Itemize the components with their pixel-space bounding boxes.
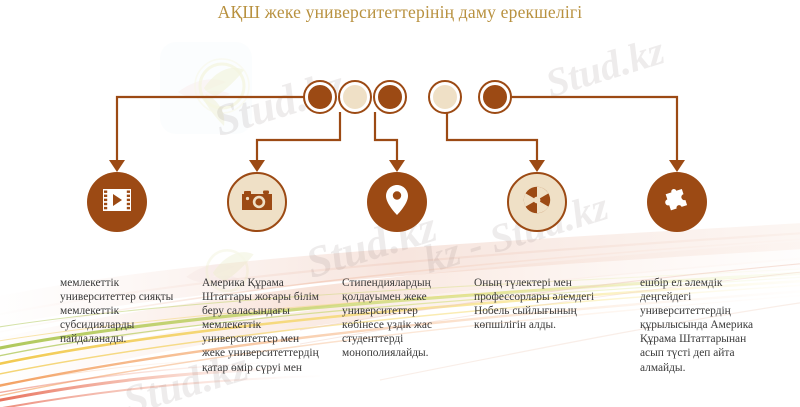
icon-circle-film-play[interactable] [87, 172, 147, 232]
film-play-icon [103, 188, 131, 216]
text-column-3: Стипендиялардың қолдауымен жеке универси… [342, 277, 433, 360]
radiation-icon [523, 186, 551, 219]
camera-icon [242, 188, 272, 217]
page-title: АҚШ жеке университеттерінің даму ерекшел… [217, 2, 583, 22]
node-circle-3[interactable] [373, 80, 407, 114]
node-circle-1[interactable] [303, 80, 337, 114]
icon-circle-camera[interactable] [227, 172, 287, 232]
text-column-2: Америка Құрама Штаттары жоғары білім бер… [202, 277, 319, 374]
icon-circle-map-pin[interactable] [367, 172, 427, 232]
text-column-4: Оның түлектері мен профессорлары әлемдег… [474, 277, 595, 332]
puzzle-piece-icon [663, 186, 691, 219]
text-column-1: мемлекеттік университеттер сияқты мемлек… [60, 277, 174, 346]
text-column-5: ешбір ел әлемдік деңгейдегі университетт… [640, 277, 754, 374]
icon-circle-puzzle[interactable] [647, 172, 707, 232]
node-circle-2[interactable] [338, 80, 372, 114]
icon-circle-radiation[interactable] [507, 172, 567, 232]
node-circle-4[interactable] [428, 80, 462, 114]
node-circle-5[interactable] [478, 80, 512, 114]
map-pin-icon [386, 184, 408, 220]
